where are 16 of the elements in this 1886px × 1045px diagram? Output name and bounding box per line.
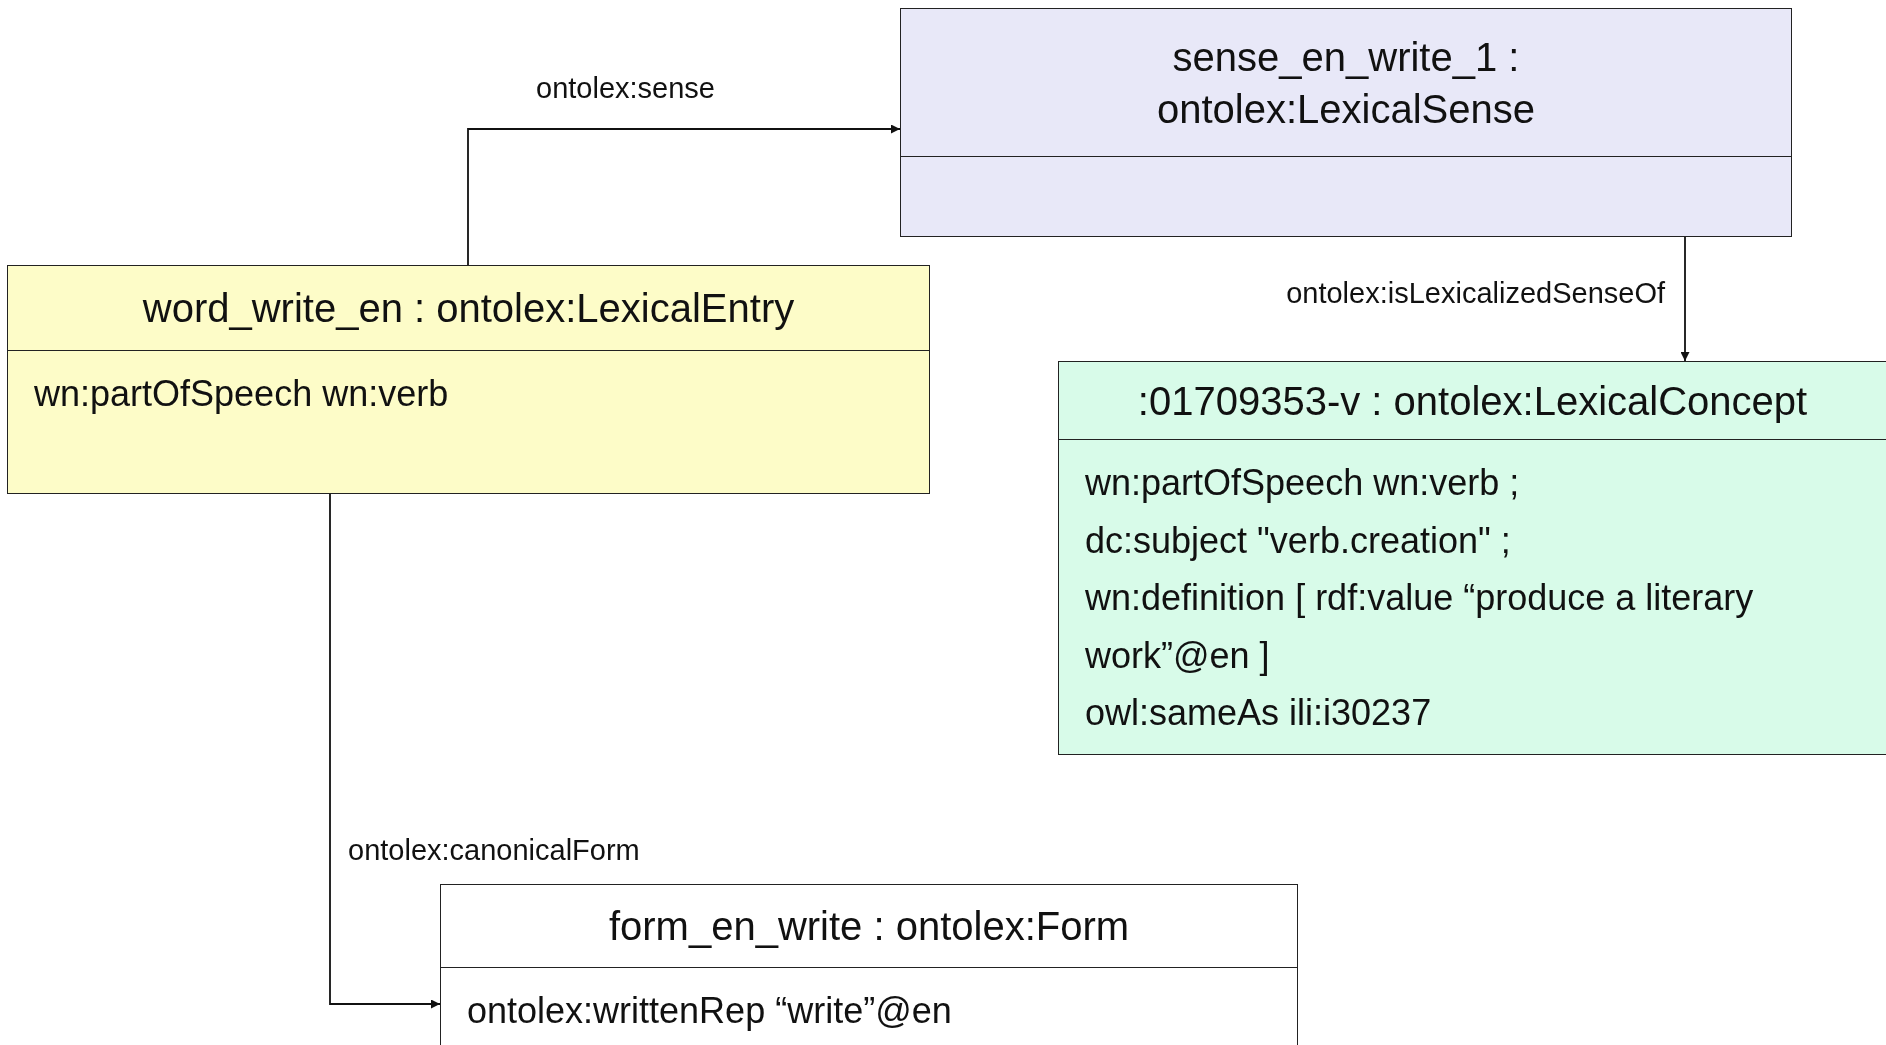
- arrow: [467, 124, 901, 266]
- attribute-text: dc:subject "verb.creation" ;: [1085, 518, 1512, 563]
- class-name: form_en_write : ontolex:Form: [608, 903, 1130, 950]
- class-name: word_write_en : ontolex:LexicalEntry: [142, 285, 795, 332]
- class-name: :01709353-v : ontolex:LexicalConcept: [1137, 377, 1808, 425]
- attribute-text: wn:partOfSpeech wn:verb: [34, 372, 450, 416]
- arrow: [329, 493, 441, 1009]
- class-box: [900, 8, 1792, 237]
- arrow: [1680, 236, 1690, 362]
- class-name: sense_en_write_1 : ontolex:LexicalSense: [1156, 33, 1536, 133]
- class-box: [7, 265, 930, 494]
- attribute-text: ontolex:writtenRep “write”@en: [467, 989, 953, 1033]
- class-box: [1058, 361, 1886, 755]
- attribute-text: owl:sameAs ili:i30237: [1085, 691, 1433, 736]
- class-box: [440, 884, 1298, 1045]
- attribute-text: wn:partOfSpeech wn:verb ;: [1085, 461, 1521, 505]
